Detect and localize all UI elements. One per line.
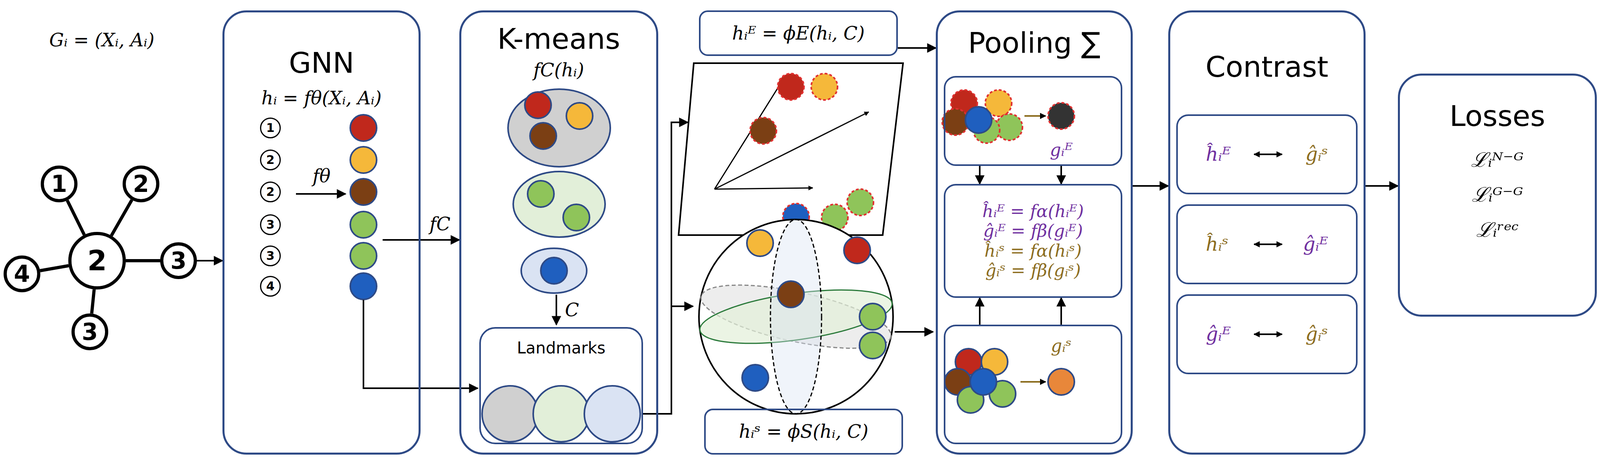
formula-text: ĝᵢᴱ = fβ(gᵢᴱ) bbox=[983, 220, 1084, 241]
graph-node: 2 bbox=[68, 231, 126, 290]
graph-node: 4 bbox=[260, 275, 281, 297]
graph-node: 2 bbox=[122, 165, 160, 203]
formula-text: ĥᵢᴱ bbox=[1205, 142, 1231, 165]
flow-arrow bbox=[1060, 165, 1063, 184]
flow-arrow bbox=[196, 259, 223, 262]
formula-text: ℒᵢʳᵉᶜ bbox=[1476, 218, 1519, 242]
graph-node: 2 bbox=[260, 181, 281, 203]
graph-node: 2 bbox=[260, 149, 281, 171]
formula-text: ℒᵢᴺ⁻ᴳ bbox=[1470, 148, 1524, 172]
graph-node: 4 bbox=[3, 255, 41, 292]
inner-box: ĥᵢᴱ ĝᵢˢ bbox=[1176, 114, 1358, 195]
node-number: 3 bbox=[266, 248, 275, 263]
flow-arrow bbox=[978, 165, 981, 184]
label: Gᵢ = (Xᵢ, Aᵢ) bbox=[49, 29, 155, 51]
formula-text: hᵢᴱ = ϕE(hᵢ, C) bbox=[732, 22, 865, 44]
flow-arrow bbox=[420, 238, 460, 241]
graph-edge bbox=[125, 258, 161, 263]
formula-text: ĥᵢˢ = fα(hᵢˢ) bbox=[984, 240, 1082, 261]
graph-edge bbox=[111, 199, 132, 236]
panel-title: Landmarks bbox=[516, 338, 606, 357]
node-number: 2 bbox=[87, 244, 108, 277]
node-number: 1 bbox=[51, 170, 68, 198]
formula-text: fC(hᵢ) bbox=[533, 59, 585, 81]
flow-arrow bbox=[1132, 184, 1169, 187]
graph-node: 3 bbox=[71, 313, 109, 350]
node-number: 2 bbox=[266, 184, 275, 199]
node-number: 2 bbox=[133, 170, 149, 198]
panel-box: GNN hᵢ = fθ(Xᵢ, Aᵢ) 1 2 2 3 3 4 bbox=[222, 10, 421, 455]
inner-box: ĥᵢˢ ĝᵢᴱ bbox=[1176, 204, 1358, 284]
formula-text: gᵢˢ bbox=[1050, 335, 1072, 356]
formula-text: ℒᵢᴳ⁻ᴳ bbox=[1471, 183, 1524, 207]
graph-node: 3 bbox=[160, 242, 197, 279]
panel-box: hᵢˢ = ϕS(hᵢ, C) bbox=[704, 408, 904, 455]
flow-arrow bbox=[978, 297, 981, 325]
node-number: 4 bbox=[266, 279, 275, 294]
panel-box: Lossesℒᵢᴺ⁻ᴳℒᵢᴳ⁻ᴳℒᵢʳᵉᶜ bbox=[1397, 73, 1597, 317]
node-number: 3 bbox=[81, 318, 98, 346]
node-number: 2 bbox=[266, 152, 275, 167]
formula-text: gᵢᴱ bbox=[1049, 139, 1073, 161]
formula-text: ĥᵢˢ bbox=[1205, 232, 1229, 255]
graph-node: 3 bbox=[260, 245, 281, 267]
graph-node: 1 bbox=[260, 117, 281, 139]
inner-box: ĥᵢᴱ = fα(hᵢᴱ)ĝᵢᴱ = fβ(gᵢᴱ)ĥᵢˢ = fα(hᵢˢ)ĝ… bbox=[943, 183, 1123, 298]
formula-text: ĥᵢᴱ = fα(hᵢᴱ) bbox=[982, 201, 1084, 221]
formula-text: ĝᵢˢ bbox=[1305, 142, 1329, 165]
flow-arrow bbox=[1060, 297, 1063, 325]
panel-title: Contrast bbox=[1205, 50, 1329, 84]
panel-box: Contrast ĥᵢᴱ ĝᵢˢ ĥᵢˢ ĝᵢᴱ ĝᵢᴱ ĝᵢˢ bbox=[1168, 10, 1366, 455]
panel-box: K-means fC(hᵢ) Landmarks bbox=[459, 10, 659, 455]
panel-title: K-means bbox=[497, 22, 620, 56]
graph-node: 3 bbox=[260, 214, 281, 235]
panel-title: Losses bbox=[1449, 99, 1546, 133]
flow-arrow bbox=[1365, 184, 1398, 187]
flow-arrow bbox=[897, 47, 936, 49]
panel-box: Pooling ∑ gᵢᴱ ĥᵢᴱ = fα(hᵢᴱ)ĝᵢᴱ = fβ(gᵢᴱ)ĥᵢ… bbox=[935, 10, 1133, 455]
inner-box: Landmarks bbox=[479, 326, 644, 444]
graph-edge bbox=[91, 289, 95, 314]
formula-text: ĝᵢˢ bbox=[1305, 322, 1329, 345]
panel-title: GNN bbox=[288, 46, 355, 80]
graph-edge bbox=[39, 265, 69, 271]
inner-box: gᵢˢ bbox=[943, 324, 1123, 444]
graph-edge bbox=[67, 200, 85, 235]
label: C bbox=[564, 299, 579, 321]
label: fθ bbox=[312, 165, 331, 187]
node-number: 1 bbox=[266, 121, 275, 135]
formula-text: hᵢˢ = ϕS(hᵢ, C) bbox=[738, 420, 869, 442]
node-number: 3 bbox=[170, 247, 187, 274]
node-number: 3 bbox=[266, 217, 275, 232]
formula-text: hᵢ = fθ(Xᵢ, Aᵢ) bbox=[261, 87, 382, 109]
inner-box: gᵢᴱ bbox=[943, 75, 1123, 166]
panel-box: hᵢᴱ = ϕE(hᵢ, C) bbox=[698, 10, 898, 56]
node-number: 4 bbox=[13, 260, 30, 288]
graph-node: 1 bbox=[40, 165, 78, 203]
inner-box: ĝᵢᴱ ĝᵢˢ bbox=[1176, 293, 1358, 374]
formula-text: ĝᵢˢ = fβ(gᵢˢ) bbox=[985, 260, 1081, 280]
formula-text: ĝᵢᴱ bbox=[1303, 232, 1329, 255]
arrow-label: fC bbox=[429, 213, 451, 235]
formula-text: ĝᵢᴱ bbox=[1205, 322, 1231, 345]
panel-title: Pooling ∑ bbox=[968, 26, 1101, 60]
